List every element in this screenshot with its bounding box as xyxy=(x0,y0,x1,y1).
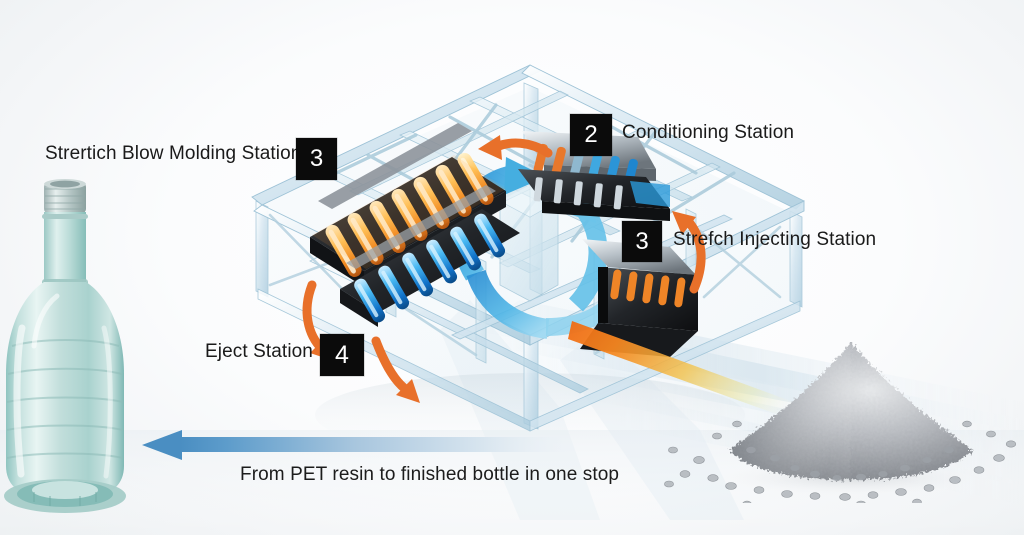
process-caption: From PET resin to finished bottle in one… xyxy=(240,464,620,485)
label-conditioning-station: Conditioning Station xyxy=(622,122,795,143)
bottle-neck-threads xyxy=(44,179,86,213)
badge-station-3-blow: 3 xyxy=(296,138,337,180)
pet-resin-pile xyxy=(655,318,1024,503)
scattered-pellets xyxy=(664,420,1017,503)
bottle-base xyxy=(4,479,126,513)
label-injecting-station: Strefch Injecting Station xyxy=(673,229,877,250)
eject-module xyxy=(340,185,520,327)
badge-station-3-injecting: 3 xyxy=(622,221,662,262)
process-direction-arrow xyxy=(140,428,570,462)
molding-machine xyxy=(200,5,840,465)
badge-station-4-eject: 4 xyxy=(320,334,364,376)
injection-module xyxy=(568,239,840,437)
conditioning-module xyxy=(518,131,670,221)
transfer-arrows xyxy=(302,135,706,403)
label-eject-station: Eject Station xyxy=(205,341,313,362)
label-blow-molding-station: Strertich Blow Molding Station xyxy=(45,143,302,164)
badge-station-2-conditioning: 2 xyxy=(570,114,612,156)
pet-bottle xyxy=(0,178,160,535)
